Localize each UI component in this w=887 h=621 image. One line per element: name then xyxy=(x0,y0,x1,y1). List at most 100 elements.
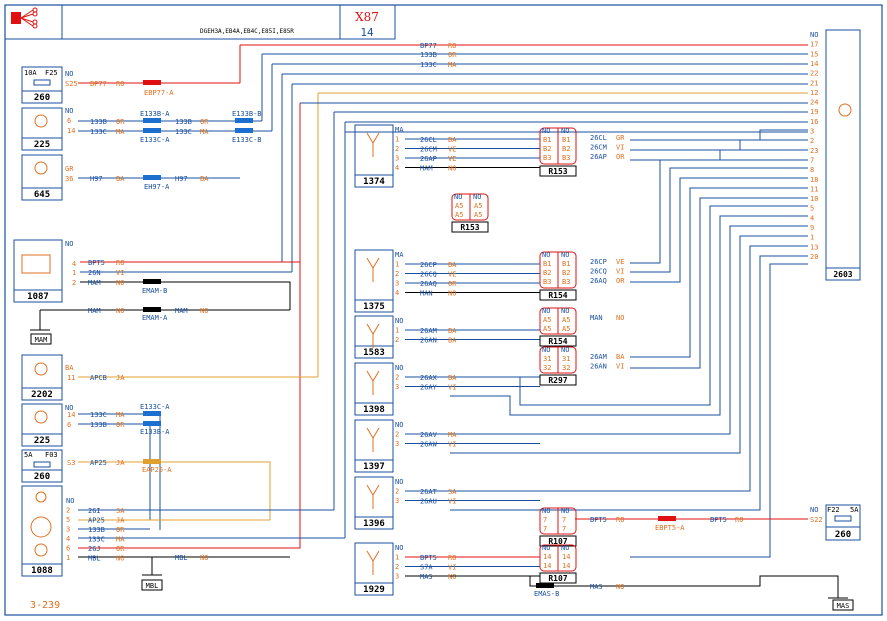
relay-header: NO xyxy=(561,507,569,515)
wire-label: 26AN xyxy=(590,363,607,371)
wire-color: OR xyxy=(616,153,625,161)
wire-label: 26AP xyxy=(420,155,437,163)
pin-label: 3 xyxy=(66,526,70,534)
svg-text:S3: S3 xyxy=(67,459,75,467)
pin-label: 1 xyxy=(395,261,399,269)
relay-header: NO xyxy=(542,127,550,135)
component-260-fuse-f03: 5A F03 260 xyxy=(21,449,63,483)
relay-pin: 32 xyxy=(543,364,551,372)
wire-label: MAM xyxy=(420,165,433,173)
svg-text:E133B-A: E133B-A xyxy=(140,428,170,436)
svg-text:2202: 2202 xyxy=(31,390,53,400)
svg-text:225: 225 xyxy=(34,140,50,150)
pin-label: 16 xyxy=(810,118,818,126)
relay-header: NO xyxy=(561,307,569,315)
svg-text:1088: 1088 xyxy=(31,566,53,576)
relay-pin: B3 xyxy=(562,154,570,162)
relay-header: NO xyxy=(561,346,569,354)
wire-label: 26CP xyxy=(590,258,607,266)
svg-text:NO: NO xyxy=(810,506,818,514)
relay-pin: 14 xyxy=(543,553,551,561)
wire-color: MA xyxy=(116,536,125,544)
svg-text:6: 6 xyxy=(67,421,71,429)
svg-text:133C: 133C xyxy=(420,61,437,69)
svg-text:14: 14 xyxy=(67,127,75,135)
relay-header: NO xyxy=(542,307,550,315)
pin-label: 3 xyxy=(810,128,814,136)
svg-text:225: 225 xyxy=(34,436,50,446)
svg-text:BP77: BP77 xyxy=(420,42,437,50)
svg-text:OR: OR xyxy=(116,118,125,126)
wire-label: 26AX xyxy=(420,374,438,382)
relay-label: R297 xyxy=(548,376,567,385)
component-225-motor-b: 225 xyxy=(21,403,63,447)
pin-label: 1 xyxy=(66,554,70,562)
pin-label: MA xyxy=(395,126,404,134)
svg-text:APCB: APCB xyxy=(90,374,107,382)
svg-text:5A: 5A xyxy=(850,506,859,514)
svg-text:F22: F22 xyxy=(827,506,840,514)
wire-label: 26AV xyxy=(420,431,438,439)
connector-logo-icon xyxy=(11,7,38,29)
svg-text:MAS: MAS xyxy=(837,602,850,610)
connector-2603-body xyxy=(825,29,861,281)
relay-pin: B1 xyxy=(562,136,570,144)
wire-color: BA xyxy=(448,337,457,345)
svg-text:GR: GR xyxy=(65,165,74,173)
svg-text:EAP25-A: EAP25-A xyxy=(142,466,172,474)
relay-pin: A5 xyxy=(562,316,570,324)
pin-label: 6 xyxy=(66,545,70,553)
pin-label: 4 xyxy=(395,164,399,172)
relay-pin: A5 xyxy=(562,325,570,333)
wire-color: VI xyxy=(448,498,456,506)
svg-text:NO: NO xyxy=(200,307,208,315)
relay-label: R154 xyxy=(548,337,567,346)
pin-label: 3 xyxy=(395,573,399,581)
component-260-fuse-f25: 10A F25 260 xyxy=(21,66,63,104)
svg-text:EMAM-B: EMAM-B xyxy=(142,287,167,295)
pin-label: 4 xyxy=(395,289,399,297)
svg-text:F25: F25 xyxy=(45,69,58,77)
relay-header: NO xyxy=(473,193,481,201)
svg-text:BPT5: BPT5 xyxy=(710,516,727,524)
wire-label: 26AT xyxy=(420,488,438,496)
wire-color: JA xyxy=(116,517,125,525)
pin-label: 5 xyxy=(66,516,70,524)
svg-text:E133B-B: E133B-B xyxy=(232,110,262,118)
wire-label: MAN xyxy=(420,290,433,298)
component-260-fuse-f22: F22 5A 260 xyxy=(825,504,861,541)
wire-color: NO xyxy=(448,290,456,298)
pin-label: 2 xyxy=(395,374,399,382)
pin-label: 2 xyxy=(395,336,399,344)
svg-text:E133B-A: E133B-A xyxy=(140,110,170,118)
pin-label: 3 xyxy=(395,383,399,391)
pin-label: 13 xyxy=(810,243,818,251)
component-label: 1929 xyxy=(363,585,385,595)
wire-color: BA xyxy=(448,327,457,335)
wire-color: GR xyxy=(616,134,625,142)
svg-text:133B: 133B xyxy=(175,118,192,126)
svg-text:MA: MA xyxy=(200,128,209,136)
relay-header: NO xyxy=(561,127,569,135)
relay-pin: B2 xyxy=(543,145,551,153)
pin-label: 1 xyxy=(395,136,399,144)
title-block xyxy=(4,4,396,40)
relay-pin: 7 xyxy=(562,516,566,524)
svg-text:NO: NO xyxy=(200,554,208,562)
bulb-icon xyxy=(838,103,852,117)
svg-text:4: 4 xyxy=(72,260,76,268)
svg-text:EMAM-A: EMAM-A xyxy=(142,314,168,322)
wire-color: NO xyxy=(448,165,456,173)
svg-text:EBPT5-A: EBPT5-A xyxy=(655,524,685,532)
relay-pin: A5 xyxy=(474,211,482,219)
svg-text:14: 14 xyxy=(67,411,75,419)
relay-pin: B3 xyxy=(562,278,570,286)
svg-text:S22: S22 xyxy=(810,516,823,524)
wire-label: S7A xyxy=(420,564,433,572)
svg-text:11: 11 xyxy=(67,374,75,382)
